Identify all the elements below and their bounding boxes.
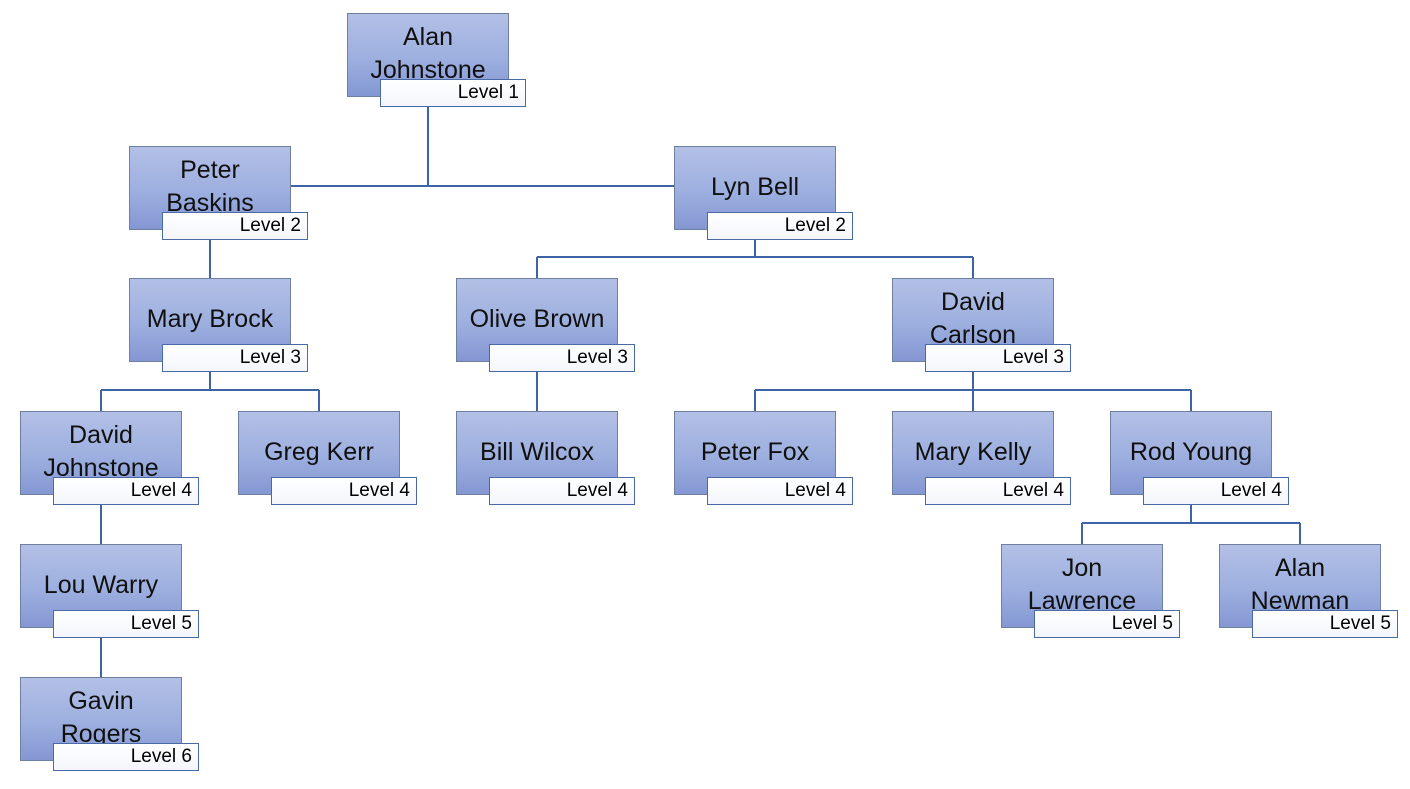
node-name: David Johnstone <box>43 421 159 482</box>
node-level-label: Level 4 <box>925 477 1071 505</box>
node-box[interactable]: Bill Wilcox <box>456 411 618 495</box>
node-level-label: Level 5 <box>1252 610 1398 638</box>
node-name: Bill Wilcox <box>480 437 594 466</box>
node-name: Mary Kelly <box>914 437 1032 466</box>
node-name: Greg Kerr <box>264 437 374 466</box>
node-level-label: Level 6 <box>53 743 199 771</box>
node-name: Olive Brown <box>469 304 605 333</box>
node-level-label: Level 2 <box>162 212 308 240</box>
node-name: Peter Baskins <box>166 156 254 217</box>
node-level-label: Level 3 <box>162 344 308 372</box>
node-level-label: Level 4 <box>53 477 199 505</box>
node-name: Jon Lawrence <box>1027 554 1137 615</box>
node-level-label: Level 4 <box>707 477 853 505</box>
node-name: Alan Johnstone <box>370 23 486 84</box>
node-level-label: Level 5 <box>53 610 199 638</box>
node-level-label: Level 3 <box>489 344 635 372</box>
node-name: Gavin Rogers <box>60 687 142 748</box>
node-name: David Carlson <box>929 288 1017 349</box>
node-level-label: Level 1 <box>380 79 526 107</box>
node-name: Alan Newman <box>1250 554 1350 615</box>
node-level-label: Level 5 <box>1034 610 1180 638</box>
node-level-label: Level 3 <box>925 344 1071 372</box>
node-name: Rod Young <box>1129 437 1253 466</box>
node-level-label: Level 4 <box>489 477 635 505</box>
node-level-label: Level 2 <box>707 212 853 240</box>
node-name: Lou Warry <box>43 570 159 599</box>
node-name: Lyn Bell <box>710 172 799 201</box>
node-name: Peter Fox <box>700 437 810 466</box>
node-level-label: Level 4 <box>1143 477 1289 505</box>
node-level-label: Level 4 <box>271 477 417 505</box>
node-name: Mary Brock <box>146 304 274 333</box>
